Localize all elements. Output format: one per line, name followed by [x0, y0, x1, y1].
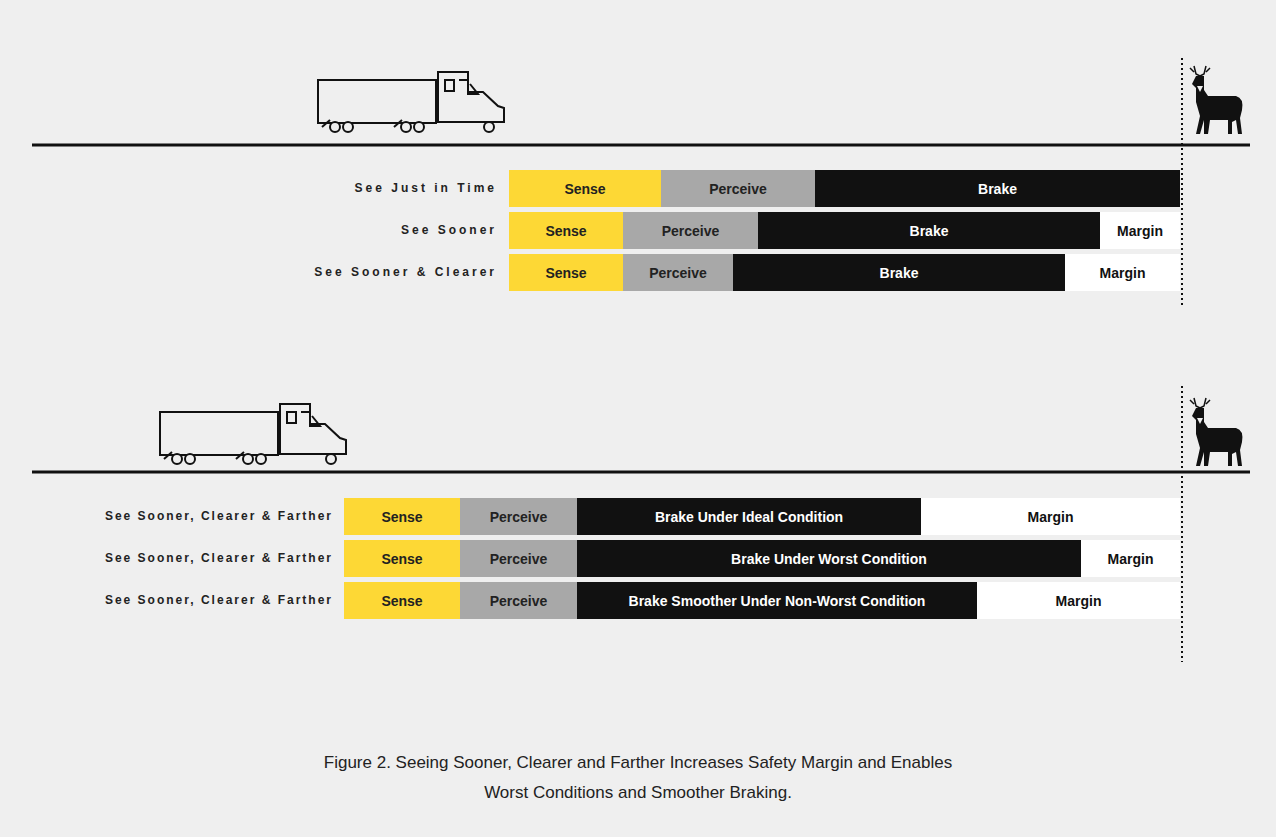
segment-label: Brake: [910, 223, 949, 239]
row-label: See Sooner: [401, 212, 497, 249]
row-label: See Sooner, Clearer & Farther: [105, 498, 333, 535]
segment-label: Sense: [381, 551, 422, 567]
margin-segment: Margin: [1100, 212, 1180, 249]
segment-label: Brake: [978, 181, 1017, 197]
margin-segment: Margin: [977, 582, 1180, 619]
row-label: See Just in Time: [355, 170, 497, 207]
segment-label: Perceive: [490, 551, 548, 567]
segment-label: Sense: [545, 223, 586, 239]
perceive-segment: Perceive: [460, 540, 577, 577]
perceive-segment: Perceive: [623, 212, 758, 249]
segment-label: Sense: [381, 509, 422, 525]
segment-label: Margin: [1108, 551, 1154, 567]
segment-label: Sense: [564, 181, 605, 197]
perceive-segment: Perceive: [623, 254, 733, 291]
segment-label: Sense: [381, 593, 422, 609]
segment-label: Margin: [1056, 593, 1102, 609]
segment-label: Brake Smoother Under Non-Worst Condition: [629, 593, 926, 609]
margin-segment: Margin: [1081, 540, 1180, 577]
sense-segment: Sense: [344, 582, 460, 619]
segment-label: Perceive: [662, 223, 720, 239]
segment-label: Perceive: [649, 265, 707, 281]
segment-label: Perceive: [490, 593, 548, 609]
brake-segment: Brake Under Ideal Condition: [577, 498, 921, 535]
segment-label: Sense: [545, 265, 586, 281]
segment-label: Perceive: [490, 509, 548, 525]
figure-caption: Figure 2. Seeing Sooner, Clearer and Far…: [318, 748, 958, 808]
margin-segment: Margin: [921, 498, 1180, 535]
segment-label: Margin: [1117, 223, 1163, 239]
sense-segment: Sense: [509, 170, 661, 207]
segment-label: Brake Under Ideal Condition: [655, 509, 843, 525]
perceive-segment: Perceive: [661, 170, 815, 207]
row-label: See Sooner, Clearer & Farther: [105, 540, 333, 577]
brake-segment: Brake: [815, 170, 1180, 207]
brake-segment: Brake Smoother Under Non-Worst Condition: [577, 582, 977, 619]
segment-label: Margin: [1028, 509, 1074, 525]
margin-segment: Margin: [1065, 254, 1180, 291]
sense-segment: Sense: [509, 212, 623, 249]
brake-segment: Brake: [733, 254, 1065, 291]
perceive-segment: Perceive: [460, 498, 577, 535]
row-label: See Sooner, Clearer & Farther: [105, 582, 333, 619]
segment-label: Brake: [880, 265, 919, 281]
perceive-segment: Perceive: [460, 582, 577, 619]
segment-label: Brake Under Worst Condition: [731, 551, 927, 567]
brake-segment: Brake: [758, 212, 1100, 249]
sense-segment: Sense: [344, 540, 460, 577]
brake-segment: Brake Under Worst Condition: [577, 540, 1081, 577]
sense-segment: Sense: [344, 498, 460, 535]
segment-label: Perceive: [709, 181, 767, 197]
segment-label: Margin: [1100, 265, 1146, 281]
sense-segment: Sense: [509, 254, 623, 291]
row-label: See Sooner & Clearer: [314, 254, 497, 291]
